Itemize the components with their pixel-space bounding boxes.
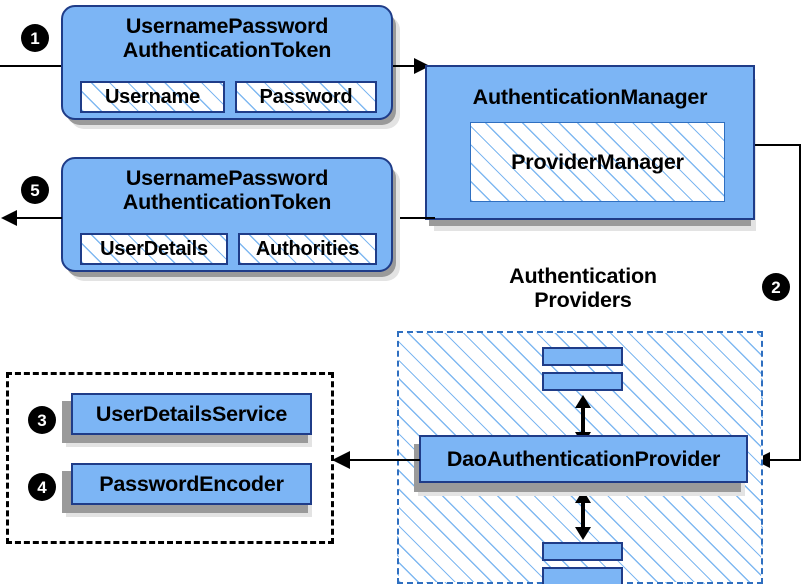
response-token-slot-userdetails[interactable]: UserDetails [80,233,228,265]
provider-to-dependencies-line [348,459,420,461]
provider-to-dependencies-arrowhead [332,451,350,469]
incoming-request-line [0,65,62,67]
step-5-badge: 5 [22,177,48,203]
passwordencoder-label: PasswordEncoder [99,471,284,496]
response-token-title: UsernamePassword AuthenticationToken [122,166,332,215]
other-provider-bar-bottom-2[interactable] [542,567,623,584]
provider-manager-label: ProviderManager [511,149,684,174]
other-provider-bar-bottom-1[interactable] [542,542,623,561]
passwordencoder-box[interactable]: PasswordEncoder [71,463,312,505]
response-token-slot-authorities-label: Authorities [255,237,360,260]
request-to-manager-arrowhead [414,58,430,74]
provider-manager-box[interactable]: ProviderManager [470,122,725,202]
request-token-title: UsernamePassword AuthenticationToken [122,14,332,63]
manager-to-providers-line-bottom [768,459,801,461]
userdetailsservice-label: UserDetailsService [95,401,288,426]
step-3-badge: 3 [29,407,55,433]
request-token-slot-username-label: Username [104,85,201,108]
manager-to-response-token-line [393,217,435,219]
request-token-slot-password-label: Password [259,85,353,108]
request-token-slot-username[interactable]: Username [80,81,225,113]
other-provider-bar-top-1[interactable] [542,347,623,366]
dao-authentication-provider-box[interactable]: DaoAuthenticationProvider [419,435,748,483]
step-2-badge: 2 [763,274,789,300]
dao-authentication-provider-label: DaoAuthenticationProvider [446,446,721,471]
manager-to-providers-line-top [755,144,801,146]
manager-to-providers-line-vertical [799,144,801,460]
request-to-manager-line [393,65,423,67]
userdetailsservice-box[interactable]: UserDetailsService [71,393,312,435]
response-token-slot-authorities[interactable]: Authorities [238,233,377,265]
other-provider-bar-top-2[interactable] [542,372,623,391]
request-token-slot-password[interactable]: Password [235,81,377,113]
response-token-slot-userdetails-label: UserDetails [100,237,208,260]
authentication-manager-title: AuthenticationManager [472,85,708,109]
authentication-providers-title: Authentication Providers [509,264,657,313]
outgoing-response-arrowhead [1,210,17,226]
response-token-box[interactable]: UsernamePassword AuthenticationToken Use… [61,157,393,272]
dependencies-container [6,372,334,544]
request-token-box[interactable]: UsernamePassword AuthenticationToken Use… [61,5,393,120]
outgoing-response-line [14,217,62,219]
step-1-badge: 1 [22,25,48,51]
step-4-badge: 4 [29,474,55,500]
authentication-manager-box[interactable]: AuthenticationManager ProviderManager [425,65,755,220]
provider-link-arrow-bottom [575,490,591,540]
